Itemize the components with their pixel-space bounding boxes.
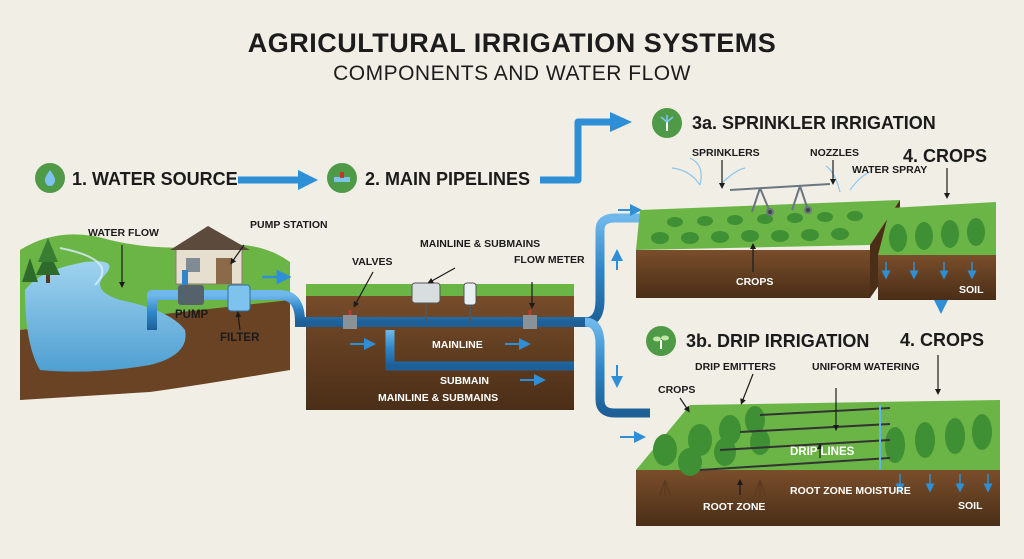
filter-icon [227, 284, 251, 312]
label-water-flow: WATER FLOW [88, 227, 159, 239]
center-pivot-sprinkler-icon [729, 183, 831, 216]
valve-fitting [343, 315, 357, 329]
label-filter: FILTER [220, 332, 260, 344]
water-source-landscape [20, 226, 290, 400]
gauge-icon [463, 282, 477, 306]
label-drip-emitters: DRIP EMITTERS [695, 361, 776, 373]
crops-block-top [878, 168, 996, 300]
label-soil-bottom: SOIL [958, 500, 983, 512]
page-title: AGRICULTURAL IRRIGATION SYSTEMS [247, 28, 777, 58]
label-root-zone: ROOT ZONE [703, 501, 766, 513]
label-valves: VALVES [352, 256, 393, 268]
main-pipelines-block [279, 267, 592, 410]
page-subtitle: COMPONENTS AND WATER FLOW [333, 62, 691, 85]
label-soil-top: SOIL [959, 284, 984, 296]
label-mainline-submains-top: MAINLINE & SUBMAINS [420, 238, 541, 250]
step-water-source: 1. WATER SOURCE [72, 169, 238, 189]
water-drop-icon [35, 163, 65, 193]
controller-panel-icon [411, 282, 441, 304]
drip-lines [699, 407, 891, 471]
step-main-pipelines: 2. MAIN PIPELINES [365, 169, 531, 189]
step-sprinkler-irrigation: 3a. SPRINKLER IRRIGATION [692, 113, 936, 133]
flow-meter-fitting [523, 315, 537, 329]
label-mainline: MAINLINE [432, 339, 483, 351]
tree-icon [22, 238, 60, 283]
label-crops-drip: CROPS [658, 384, 696, 396]
valve-icon [327, 163, 357, 193]
label-water-spray: WATER SPRAY [852, 164, 928, 176]
label-pump: PUMP [175, 309, 209, 321]
sprout-icon [646, 326, 676, 356]
step-drip-irrigation: 3b. DRIP IRRIGATION [686, 331, 870, 351]
step-crops-bottom: 4. CROPS [900, 330, 985, 350]
label-pump-station: PUMP STATION [250, 219, 328, 231]
label-flow-meter: FLOW METER [514, 254, 585, 266]
roots [659, 479, 766, 498]
label-root-zone-moisture: ROOT ZONE MOISTURE [790, 485, 911, 497]
label-uniform-watering: UNIFORM WATERING [812, 361, 920, 373]
label-nozzles: NOZZLES [810, 147, 859, 159]
step-crops-top: 4. CROPS [903, 146, 988, 166]
label-mainline-submains-bottom: MAINLINE & SUBMAINS [378, 392, 499, 404]
label-drip-lines: DRIP LINES [790, 446, 855, 458]
label-submain: SUBMAIN [440, 375, 489, 387]
label-sprinklers: SPRINKLERS [692, 147, 760, 159]
pump-icon [178, 285, 204, 305]
sprinkler-icon [652, 108, 682, 138]
drip-field [636, 355, 1000, 526]
label-crops-sprinkler: CROPS [736, 276, 774, 288]
river [25, 261, 186, 372]
distribution-pipes [262, 204, 880, 443]
